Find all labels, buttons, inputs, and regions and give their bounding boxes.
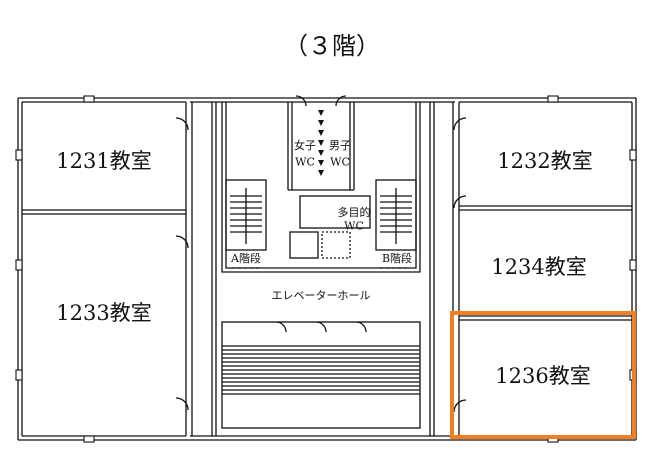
multi-wc-label-top: 多目的 <box>337 206 371 219</box>
multi-wc-box <box>299 195 371 229</box>
corridor-wall-left-inner <box>211 102 217 436</box>
mens-wc-label-bottom: WC <box>330 155 350 169</box>
door-arc-hall-1 <box>275 321 287 333</box>
womens-wc-label-top: 女子 <box>294 139 316 152</box>
room-1236-label: 1236教室 <box>495 364 591 388</box>
column-marker <box>629 149 637 161</box>
room-1233-label: 1233教室 <box>56 301 152 325</box>
room-1231-label: 1231教室 <box>56 149 152 173</box>
door-arc-1234 <box>453 195 467 209</box>
column-marker <box>547 95 559 103</box>
door-arc-hall-2 <box>315 321 327 333</box>
column-marker <box>83 95 95 103</box>
column-marker <box>629 259 637 271</box>
door-arc-wc-r <box>335 95 347 107</box>
column-marker <box>15 369 23 381</box>
elevator-right <box>321 231 351 259</box>
stairs-b-label: B階段 <box>381 252 413 265</box>
stairs-b-box <box>375 179 417 251</box>
door-arc-hall-3 <box>355 321 367 333</box>
atrium-steps <box>222 345 420 395</box>
elevator-left <box>289 231 319 259</box>
corridor-wall-right-inner <box>429 102 435 436</box>
wc-left-wall <box>287 102 293 190</box>
stairs-b-steps <box>380 188 412 244</box>
core-outline <box>221 102 421 273</box>
outer-wall-bottom-center <box>190 435 455 441</box>
mens-wc-label-top: 男子 <box>329 139 351 152</box>
door-arc-1232 <box>453 117 467 131</box>
outer-wall-top-center <box>190 97 455 103</box>
womens-wc-label-bottom: WC <box>295 155 315 169</box>
elevator-hall-label: エレベーターホール <box>271 289 371 302</box>
wall-1232-1234 <box>459 205 632 211</box>
stairs-a-steps <box>230 188 262 244</box>
room-1232-label: 1232教室 <box>497 149 593 173</box>
wall-1231-1233 <box>22 209 186 215</box>
multi-wc-label-bottom: WC <box>344 219 364 233</box>
stairs-a-label: A階段 <box>231 252 261 265</box>
room-1234-label: 1234教室 <box>491 255 587 279</box>
wc-right-wall <box>349 102 355 190</box>
door-arc-1233a <box>175 235 189 249</box>
core-inner-outline <box>225 102 417 269</box>
wall-1234-1236 <box>459 315 632 321</box>
door-arc-1236 <box>453 399 467 413</box>
wc-partition-marker <box>318 110 324 176</box>
column-marker <box>15 149 23 161</box>
door-arc-1233b <box>175 397 189 411</box>
door-arc-wc-l <box>295 95 307 107</box>
column-marker <box>15 259 23 271</box>
column-marker <box>83 435 95 443</box>
stairs-a-box <box>225 179 267 251</box>
atrium-box <box>221 321 421 429</box>
corridor-wall-left <box>185 102 193 436</box>
floor-title: （３階） <box>284 32 380 60</box>
door-arc-1231 <box>175 117 189 131</box>
highlight-1236 <box>450 311 636 439</box>
